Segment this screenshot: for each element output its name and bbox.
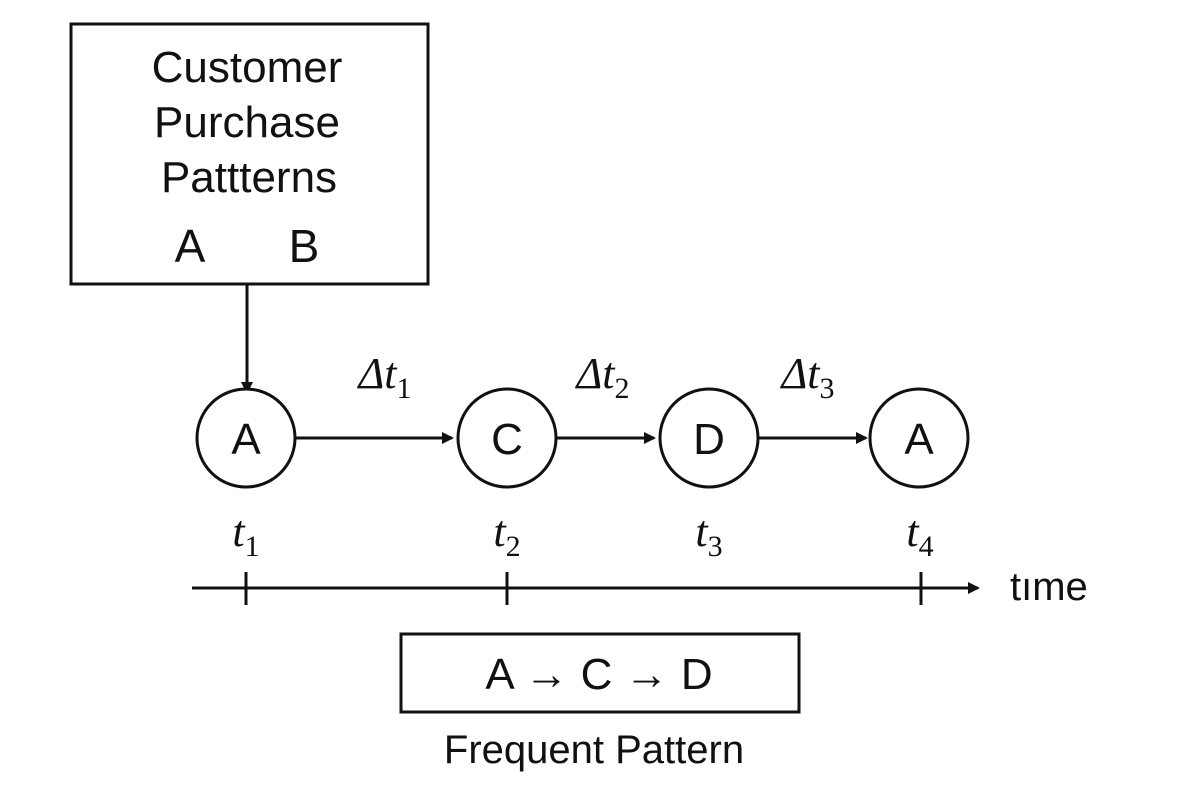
node-label: A xyxy=(231,415,261,464)
time-label-2: t2 xyxy=(493,507,520,563)
frequent-pattern-box: A → C → D Frequent Pattern xyxy=(399,632,801,772)
node-circle xyxy=(456,387,558,489)
interval-subscript: 2 xyxy=(615,372,630,405)
node-label: A xyxy=(904,415,934,464)
interval-subscript: 3 xyxy=(820,372,835,405)
time-label-1: t1 xyxy=(232,507,259,563)
customer-purchase-patterns-box: Customer Purchase Pattterns A B xyxy=(69,22,430,286)
time-subscript: 4 xyxy=(919,530,934,563)
sequence-node: A xyxy=(195,387,297,489)
time-subscript: 3 xyxy=(708,530,723,563)
time-subscript: 1 xyxy=(245,530,260,563)
time-symbol: t xyxy=(695,507,709,556)
node-label: D xyxy=(693,415,725,464)
interval-label-3: Δt3 xyxy=(779,349,834,405)
pattern-caption: Frequent Pattern xyxy=(444,728,744,772)
node-circle xyxy=(195,387,297,489)
interval-symbol: Δt xyxy=(574,349,616,398)
pattern-sequence-text: A → C → D xyxy=(485,650,712,699)
source-box-item-b: B xyxy=(289,220,320,272)
time-symbol: t xyxy=(493,507,507,556)
time-subscript: 2 xyxy=(506,530,521,563)
interval-subscript: 1 xyxy=(397,372,412,405)
node-circle xyxy=(868,387,970,489)
sequence-node: D xyxy=(658,387,760,489)
time-symbol: t xyxy=(906,507,920,556)
interval-symbol: Δt xyxy=(356,349,398,398)
time-axis-label: tıme xyxy=(1010,565,1088,609)
interval-label-2: Δt2 xyxy=(574,349,629,405)
node-label: C xyxy=(491,415,523,464)
source-box-title-line-3: Pattterns xyxy=(161,153,337,202)
source-box-title-line-2: Purchase xyxy=(154,98,340,147)
sequence-node: C xyxy=(456,387,558,489)
source-box-title-line-1: Customer xyxy=(152,43,343,92)
time-label-4: t4 xyxy=(906,507,933,563)
time-symbol: t xyxy=(232,507,246,556)
interval-label-1: Δt1 xyxy=(356,349,411,405)
sequence-node: A xyxy=(868,387,970,489)
source-box-border xyxy=(69,22,430,286)
source-box-item-a: A xyxy=(175,220,206,272)
interval-symbol: Δt xyxy=(779,349,821,398)
time-label-3: t3 xyxy=(695,507,722,563)
pattern-box-border xyxy=(399,632,801,714)
node-circle xyxy=(658,387,760,489)
